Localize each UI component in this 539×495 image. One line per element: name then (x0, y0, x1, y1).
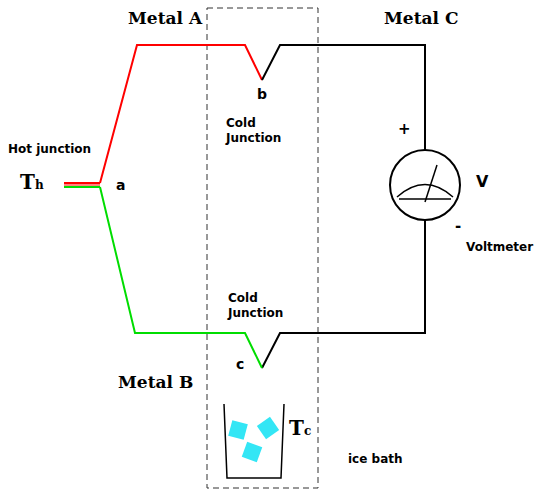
ice-cube (228, 420, 248, 440)
junction-letter: c (236, 356, 244, 373)
hot-junction-red (64, 182, 100, 184)
ice-cube (257, 417, 279, 439)
metal-c-wire-bottom (262, 220, 425, 368)
location-label: ice bath (348, 452, 403, 466)
voltmeter-needle (425, 165, 437, 202)
beaker (224, 404, 284, 478)
voltage-symbol: V (476, 172, 488, 191)
ice-bath (224, 404, 284, 478)
wire-name: Metal C (384, 8, 458, 28)
ice-cube (242, 442, 263, 463)
voltmeter-body (390, 150, 460, 220)
polarity-sign: - (455, 217, 461, 235)
metal-a-wire (100, 45, 262, 183)
junction-letter: a (116, 177, 125, 194)
wire-name: Metal A (128, 8, 202, 28)
junction-label: Hot junction (8, 142, 91, 156)
voltmeter-scale (397, 185, 453, 198)
hot-junction-green (64, 186, 100, 188)
junction-letter: b (257, 86, 267, 103)
metal-c-wire-top (262, 45, 425, 150)
temperature-symbol: Th (20, 170, 44, 194)
voltmeter-symbol (390, 150, 460, 220)
hot-junction-twist (64, 185, 100, 186)
wire-name: Metal B (118, 372, 193, 392)
temperature-symbol: Tc (289, 416, 311, 440)
metal-b-wire (100, 187, 262, 368)
instrument-name: Voltmeter (466, 240, 533, 254)
voltmeter-base (399, 198, 451, 200)
junction-label: Cold Junction (228, 291, 300, 321)
junction-label: Cold Junction (226, 116, 298, 146)
polarity-sign: + (398, 120, 411, 138)
